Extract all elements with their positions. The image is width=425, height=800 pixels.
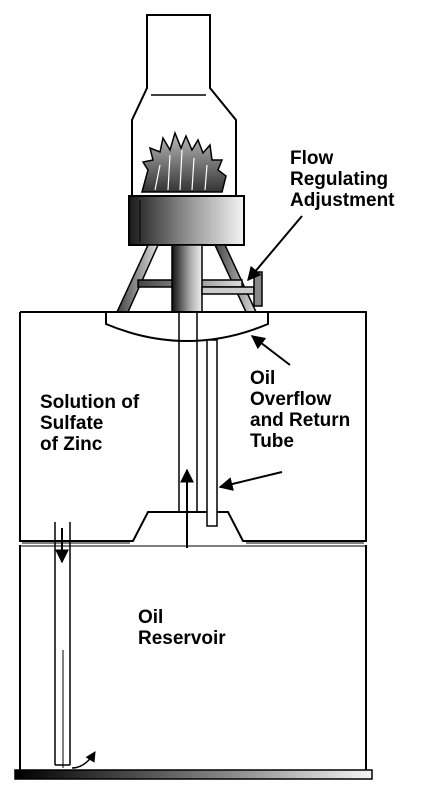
wick-tube bbox=[171, 244, 203, 314]
label-line: Adjustment bbox=[290, 190, 395, 211]
label-line: Regulating bbox=[290, 169, 389, 190]
overflow-cup bbox=[105, 311, 269, 342]
bottom-curve-arrow bbox=[71, 751, 96, 769]
callout-arrow-overflow bbox=[250, 335, 291, 366]
callout-arrow-flow bbox=[247, 215, 303, 282]
upper-vessel bbox=[19, 311, 367, 544]
label-line: Overflow bbox=[250, 389, 332, 410]
label-line: Sulfate bbox=[40, 413, 104, 434]
label-line: Oil bbox=[138, 607, 164, 628]
base-plate bbox=[14, 769, 373, 780]
oil-reservoir bbox=[19, 545, 367, 772]
flow-adjustment-knob bbox=[201, 271, 263, 307]
return-tube bbox=[206, 339, 218, 527]
label-flow-regulating: Flow Regulating Adjustment bbox=[290, 148, 395, 211]
label-line: Solution of bbox=[40, 392, 140, 413]
label-solution: Solution of Sulfate of Zinc bbox=[40, 392, 139, 455]
label-line: and Return bbox=[250, 410, 351, 431]
label-line: Oil bbox=[250, 368, 276, 389]
label-line: Flow bbox=[290, 148, 334, 169]
label-oil-reservoir: Oil Reservoir bbox=[138, 607, 226, 649]
label-line: Tube bbox=[250, 431, 294, 452]
label-oil-overflow: Oil Overflow and Return Tube bbox=[250, 368, 350, 452]
label-line: Reservoir bbox=[138, 628, 226, 649]
callout-arrow-return bbox=[218, 471, 283, 491]
burner bbox=[128, 195, 245, 246]
feed-tube bbox=[178, 313, 198, 512]
flame bbox=[141, 130, 227, 193]
label-line: of Zinc bbox=[40, 434, 103, 455]
